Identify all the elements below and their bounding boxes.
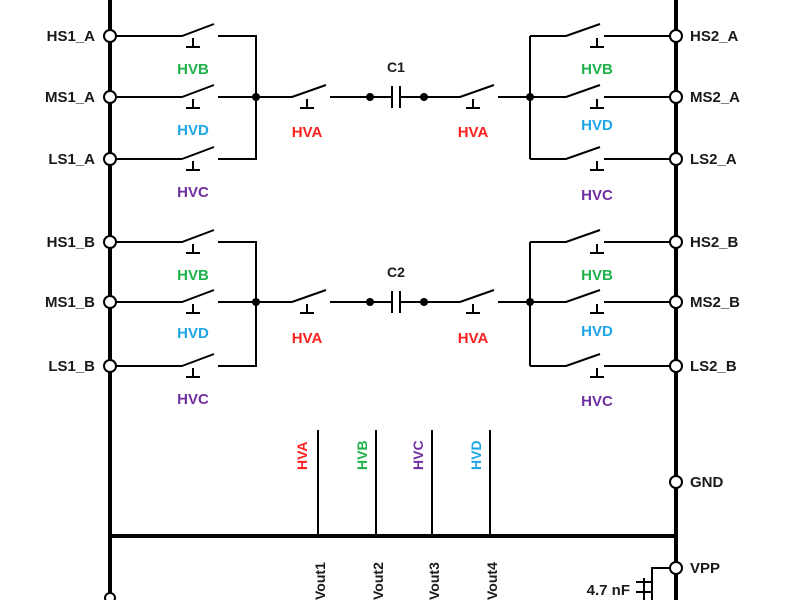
switch-label-hvc: HVC — [581, 393, 613, 410]
pin-hs1-a — [103, 29, 117, 43]
pin-ls2-a — [669, 152, 683, 166]
pin-gnd — [669, 475, 683, 489]
pin-hs2-a — [669, 29, 683, 43]
capacitor-c1: C1 — [366, 59, 428, 108]
pin-ms1-a — [103, 90, 117, 104]
label-gnd: GND — [690, 474, 724, 491]
c2-label: C2 — [387, 264, 405, 280]
switch-label-hvd: HVD — [177, 122, 209, 139]
label-ms2-a: MS2_A — [690, 89, 740, 106]
label-ls1-b: LS1_B — [48, 358, 95, 375]
right-switch-bank-b — [424, 229, 683, 378]
left-a-middle-wire — [116, 84, 256, 98]
switch-label-hvb: HVB — [581, 61, 613, 78]
left-switch-bank-b — [103, 229, 368, 378]
left-a-hva-switch — [256, 84, 368, 98]
pin-partial-bottom — [104, 592, 116, 600]
output-label-vout1: Vout1 — [312, 562, 328, 600]
switch-label-hvd: HVD — [177, 325, 209, 342]
output-label-vout2: Vout2 — [370, 562, 386, 600]
pin-ms2-b — [669, 295, 683, 309]
pin-vpp — [669, 561, 683, 575]
right-a-hva-switch — [424, 84, 530, 98]
pin-hs1-b — [103, 235, 117, 249]
label-vpp: VPP — [690, 560, 720, 577]
output-label-vout3: Vout3 — [426, 562, 442, 600]
switch-label-hva: HVA — [458, 330, 489, 347]
label-hs2-a: HS2_A — [690, 28, 739, 45]
pin-ls2-b — [669, 359, 683, 373]
label-hs2-b: HS2_B — [690, 234, 739, 251]
control-lines — [317, 430, 491, 536]
right-a-wires — [529, 23, 670, 160]
control-label-hva: HVA — [294, 441, 310, 470]
control-label-hvd: HVD — [468, 440, 484, 470]
switch-label-hvc: HVC — [177, 184, 209, 201]
right-switch-bank-a — [424, 23, 683, 171]
output-label-vout4: Vout4 — [484, 562, 500, 600]
switch-label-hva: HVA — [292, 124, 323, 141]
label-ms2-b: MS2_B — [690, 294, 740, 311]
pin-ms1-b — [103, 295, 117, 309]
label-hs1-b: HS1_B — [47, 234, 96, 251]
label-ls2-a: LS2_A — [690, 151, 737, 168]
switch-label-hvb: HVB — [177, 267, 209, 284]
label-ms1-a: MS1_A — [45, 89, 95, 106]
left-switch-bank-a — [103, 23, 368, 171]
label-vpp-cap: 4.7 nF — [587, 582, 630, 599]
label-ls2-b: LS2_B — [690, 358, 737, 375]
label-ls1-a: LS1_A — [48, 151, 95, 168]
switch-label-hvd: HVD — [581, 323, 613, 340]
switch-label-hvd: HVD — [581, 117, 613, 134]
label-ms1-b: MS1_B — [45, 294, 95, 311]
switch-label-hvb: HVB — [581, 267, 613, 284]
pin-ls1-b — [103, 359, 117, 373]
switch-label-hvc: HVC — [177, 391, 209, 408]
pin-hs2-b — [669, 235, 683, 249]
switch-label-hva: HVA — [458, 124, 489, 141]
pin-ls1-a — [103, 152, 117, 166]
pin-ms2-a — [669, 90, 683, 104]
vpp-capacitor — [636, 567, 670, 600]
c1-label: C1 — [387, 59, 405, 75]
label-hs1-a: HS1_A — [47, 28, 96, 45]
capacitor-c2: C2 — [366, 264, 428, 313]
switch-label-hvc: HVC — [581, 187, 613, 204]
control-label-hvc: HVC — [410, 440, 426, 470]
control-label-hvb: HVB — [354, 440, 370, 470]
left-a-actuators — [186, 38, 200, 171]
switch-label-hva: HVA — [292, 330, 323, 347]
switch-label-hvb: HVB — [177, 61, 209, 78]
